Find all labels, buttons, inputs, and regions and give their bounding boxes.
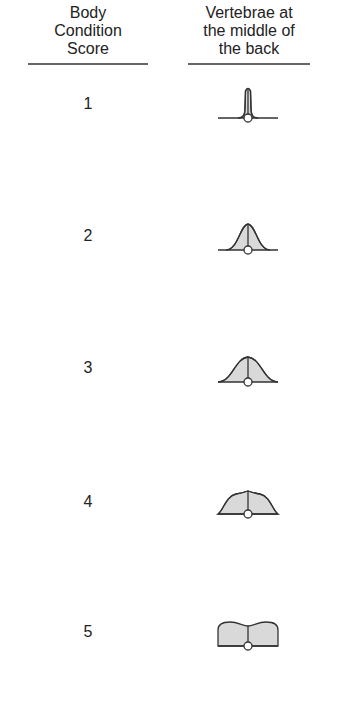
- column-heading: Body Condition Score: [40, 4, 136, 58]
- vertebra-score-2: [218, 224, 278, 254]
- vertebra-score-4: [218, 491, 278, 518]
- header-rule: [28, 63, 148, 64]
- vertebra-score-1: [218, 89, 278, 123]
- vertebra-score-3: [218, 357, 278, 386]
- column-heading: Vertebrae at the middle of the back: [193, 4, 305, 58]
- score-number: 5: [84, 623, 93, 641]
- score-number: 4: [84, 493, 93, 511]
- score-number: 2: [84, 227, 93, 245]
- score-number: 3: [84, 359, 93, 377]
- vertebra-score-5: [218, 622, 278, 650]
- score-number: 1: [84, 95, 93, 113]
- header-rule: [188, 63, 310, 64]
